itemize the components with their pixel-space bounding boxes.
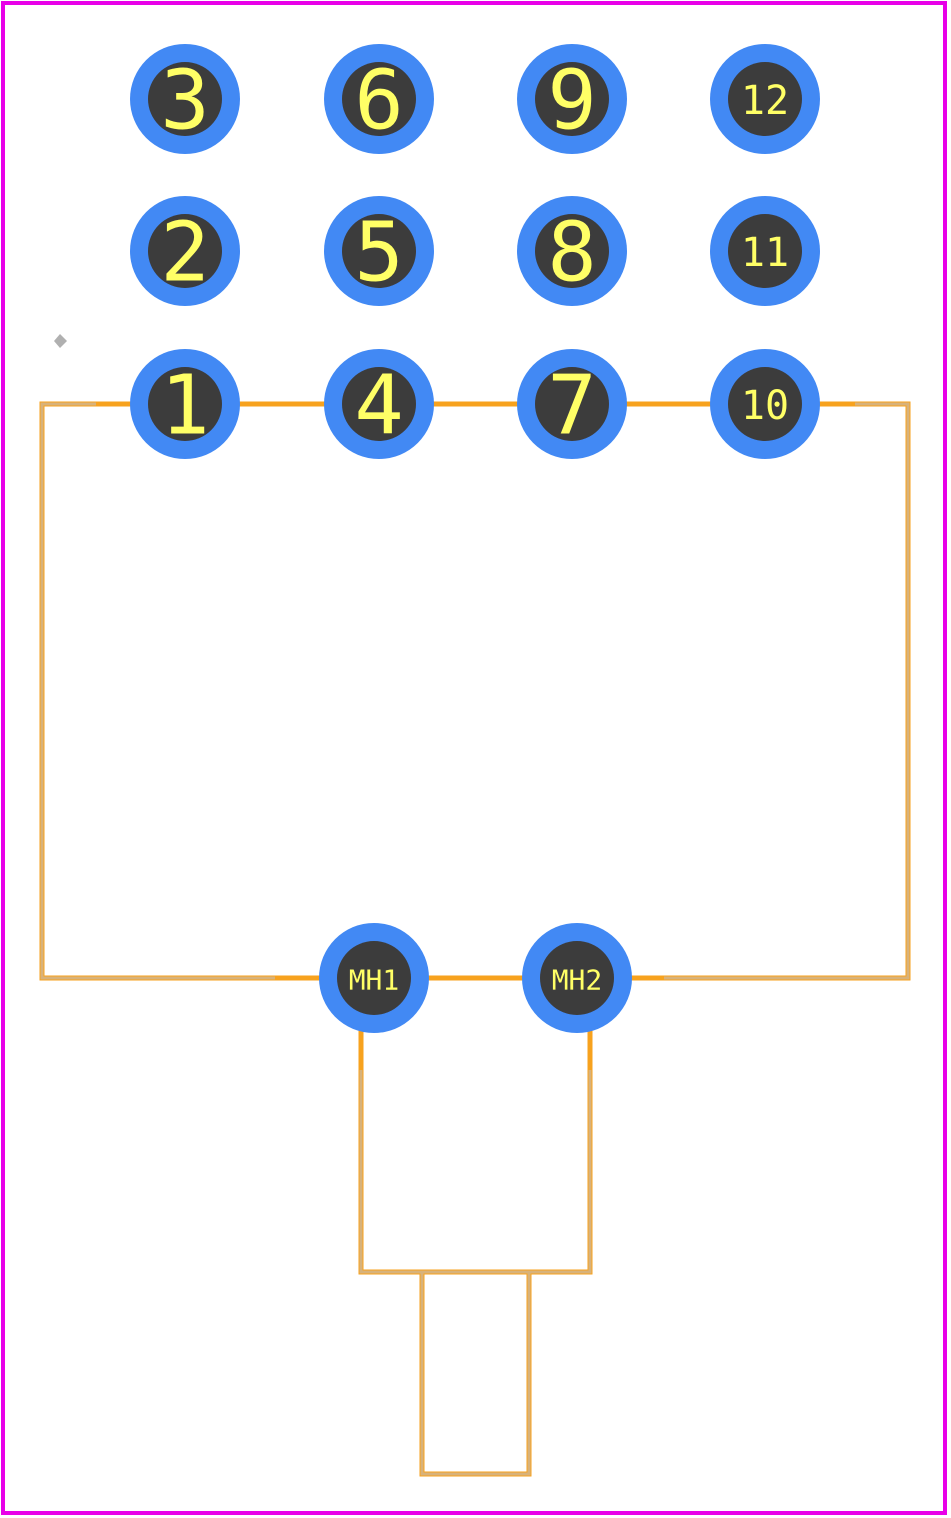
drill-hole	[535, 367, 609, 441]
drill-hole	[540, 941, 614, 1015]
pad-label: 1	[160, 359, 209, 454]
pad-label: 6	[354, 54, 403, 149]
pad-mh1: MH1	[319, 923, 429, 1033]
pad-3: 3	[130, 44, 240, 154]
pad-1: 1	[130, 349, 240, 459]
silkscreen-outline	[39, 401, 911, 1477]
pad-4: 4	[324, 349, 434, 459]
pad-label: 9	[547, 54, 596, 149]
pad-label: 8	[547, 206, 596, 301]
pad-mh2: MH2	[522, 923, 632, 1033]
drill-hole	[728, 214, 802, 288]
drill-hole	[342, 214, 416, 288]
pad-label: 11	[741, 230, 789, 276]
pad-label: 7	[547, 359, 596, 454]
drill-hole	[342, 62, 416, 136]
drill-hole	[728, 367, 802, 441]
pad-6: 6	[324, 44, 434, 154]
pad-8: 8	[517, 196, 627, 306]
pad-label: MH2	[552, 964, 603, 997]
drill-hole	[148, 214, 222, 288]
pad-label: 5	[354, 206, 403, 301]
drill-hole	[535, 62, 609, 136]
drill-hole	[148, 367, 222, 441]
pad-9: 9	[517, 44, 627, 154]
pad-10: 10	[710, 349, 820, 459]
courtyard-outline	[40, 402, 910, 1476]
pad-label: 10	[741, 383, 789, 429]
pad-7: 7	[517, 349, 627, 459]
pad-5: 5	[324, 196, 434, 306]
pad-11: 11	[710, 196, 820, 306]
pad-label: MH1	[349, 964, 400, 997]
drill-hole	[728, 62, 802, 136]
drill-hole	[342, 367, 416, 441]
origin-marker	[54, 334, 67, 348]
pad-12: 12	[710, 44, 820, 154]
pad-label: 12	[741, 78, 789, 124]
pad-2: 2	[130, 196, 240, 306]
drill-hole	[535, 214, 609, 288]
drill-hole	[337, 941, 411, 1015]
pad-label: 4	[354, 359, 403, 454]
pad-label: 2	[160, 206, 209, 301]
drill-hole	[148, 62, 222, 136]
pad-label: 3	[160, 54, 209, 149]
